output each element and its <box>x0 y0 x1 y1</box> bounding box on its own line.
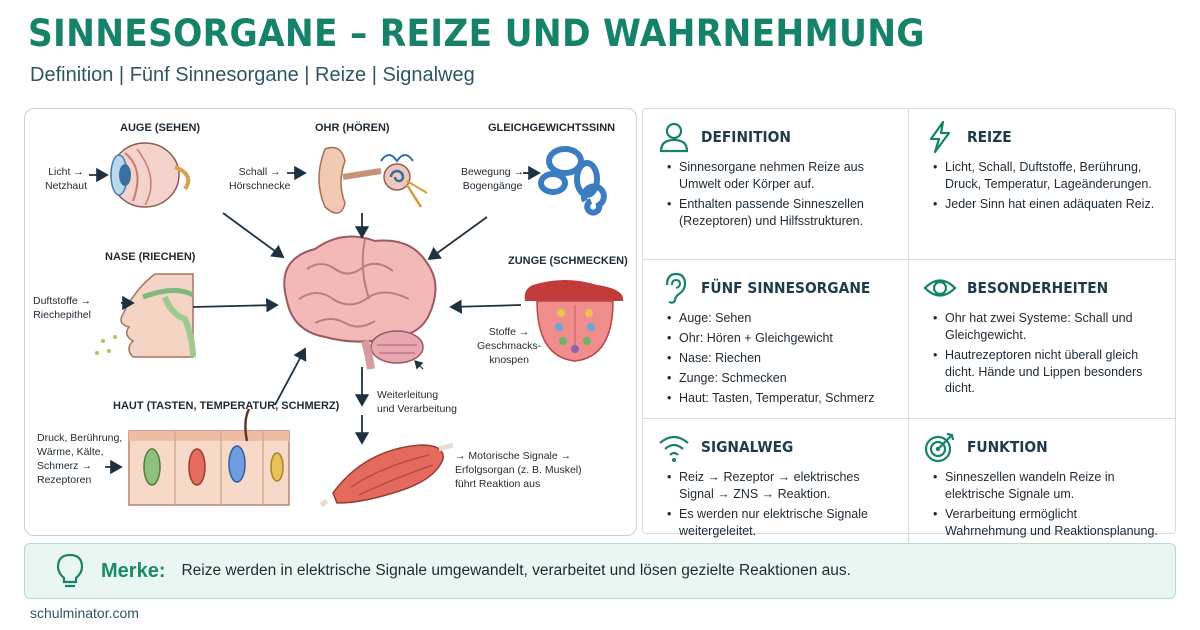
card-item: Reiz → Rezeptor → elektrisches Signal → … <box>667 469 894 502</box>
merke-text: Reize werden in elektrische Signale umge… <box>181 562 851 579</box>
eye-illustration <box>110 142 191 208</box>
skin-illustration <box>128 408 290 506</box>
card-besonderheiten: BESONDERHEITEN Ohr hat zwei Systeme: Sch… <box>909 260 1175 419</box>
sense-organs-illustration <box>89 142 624 508</box>
card-item: Jeder Sinn hat einen adäquaten Reiz. <box>933 196 1161 213</box>
vestibular-illustration <box>538 146 607 216</box>
lightning-icon <box>929 120 951 154</box>
signal-icon <box>659 435 689 462</box>
diagram-panel: AUGE (SEHEN) OHR (HÖREN) GLEICHGEWICHTSS… <box>24 108 637 536</box>
info-grid: DEFINITION Sinnesorgane nehmen Reize aus… <box>642 108 1176 543</box>
label-motorik: → Motorische Signale → Erfolgsorgan (z. … <box>455 450 582 490</box>
card-item: Licht, Schall, Duftstoffe, Berührung, Dr… <box>933 159 1161 192</box>
organ-title-haut: HAUT (TASTEN, TEMPERATUR, SCHMERZ) <box>113 400 340 412</box>
card-definition: DEFINITION Sinnesorgane nehmen Reize aus… <box>643 109 909 260</box>
card-item: Verarbeitung ermöglicht Wahrnehmung und … <box>933 506 1161 539</box>
page-title: SINNESORGANE – REIZE UND WAHRNEHMUNG <box>28 12 925 55</box>
card-item: Sinnesorgane nehmen Reize aus Umwelt ode… <box>667 159 894 192</box>
muscle-illustration <box>319 442 454 508</box>
card-item: Nase: Riechen <box>667 350 894 367</box>
label-auge-reiz: Licht → Netzhaut <box>45 166 88 192</box>
card-title: DEFINITION <box>701 128 791 146</box>
organ-title-nase: NASE (RIECHEN) <box>105 251 196 263</box>
lightbulb-icon <box>56 553 84 588</box>
card-title: FUNKTION <box>967 438 1048 456</box>
merke-label: Merke: <box>101 559 166 582</box>
footer-source: schulminator.com <box>30 605 139 621</box>
page-subtitle: Definition | Fünf Sinnesorgane | Reize |… <box>30 64 475 86</box>
label-ohr-reiz: Schall → Hörschnecke <box>229 166 291 192</box>
ear-illustration <box>318 146 428 214</box>
label-haut-reiz: Druck, Berührung, Wärme, Kälte, Schmerz … <box>37 432 123 486</box>
card-fuenf-sinnesorgane: FÜNF SINNESORGANE Auge: Sehen Ohr: Hören… <box>643 260 909 419</box>
tongue-illustration <box>524 280 624 362</box>
ear-icon <box>665 272 687 304</box>
label-gleich-reiz: Bewegung → Bogengänge <box>461 166 525 192</box>
person-icon <box>659 122 689 153</box>
card-funktion: FUNKTION Sinneszellen wandeln Reize in e… <box>909 419 1175 543</box>
organ-title-zunge: ZUNGE (SCHMECKEN) <box>508 255 628 267</box>
card-item: Ohr hat zwei Systeme: Schall und Gleichg… <box>933 310 1161 343</box>
card-item: Auge: Sehen <box>667 310 894 327</box>
card-title: REIZE <box>967 128 1012 146</box>
label-weiterleitung: Weiterleitung und Verarbeitung <box>377 389 457 415</box>
eye-icon <box>923 279 957 297</box>
card-item: Hautrezeptoren nicht überall gleich dich… <box>933 347 1161 397</box>
card-item: Enthalten passende Sinneszellen (Rezepto… <box>667 196 894 229</box>
merke-box: Merke: Reize werden in elektrische Signa… <box>24 543 1176 599</box>
label-nase-reiz: Duftstoffe → Riechepithel <box>33 295 92 321</box>
card-title: BESONDERHEITEN <box>967 279 1109 297</box>
card-item: Haut: Tasten, Temperatur, Schmerz <box>667 390 894 407</box>
signal-arrows <box>89 165 541 475</box>
label-zunge-reiz: Stoffe → Geschmacks- knospen <box>477 326 542 366</box>
card-item: Zunge: Schmecken <box>667 370 894 387</box>
nose-illustration <box>95 273 196 358</box>
card-signalweg: SIGNALWEG Reiz → Rezeptor → elektrisches… <box>643 419 909 543</box>
brain-illustration <box>283 235 437 370</box>
target-icon <box>924 432 955 463</box>
card-item: Sinneszellen wandeln Reize in elektrisch… <box>933 469 1161 502</box>
organ-title-gleichgewicht: GLEICHGEWICHTSSINN <box>488 122 616 134</box>
card-item: Ohr: Hören + Gleichgewicht <box>667 330 894 347</box>
organ-title-ohr: OHR (HÖREN) <box>315 122 390 134</box>
card-item: Es werden nur elektrische Signale weiter… <box>667 506 894 539</box>
card-title: FÜNF SINNESORGANE <box>701 279 871 297</box>
card-reize: REIZE Licht, Schall, Duftstoffe, Berühru… <box>909 109 1175 260</box>
organ-title-auge: AUGE (SEHEN) <box>120 122 201 134</box>
card-title: SIGNALWEG <box>701 438 794 456</box>
